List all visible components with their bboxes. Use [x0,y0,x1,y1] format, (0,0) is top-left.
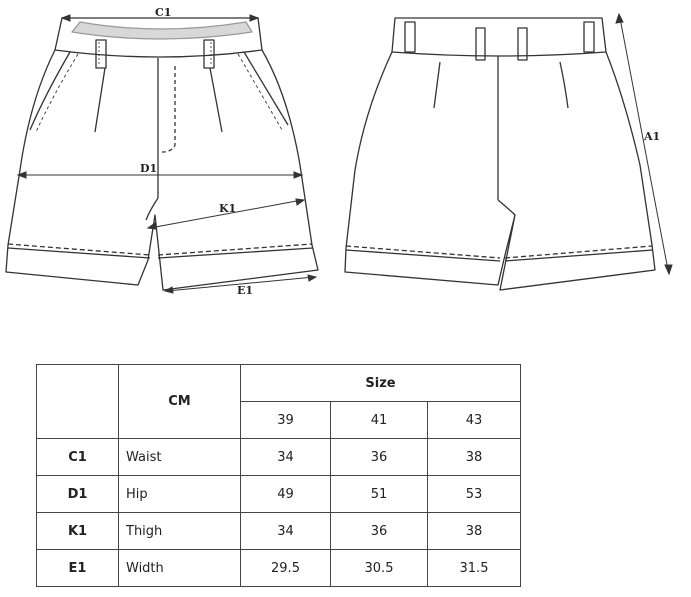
corner-cell [36,364,119,439]
label-e1: E1 [237,284,253,297]
measure-c1 [60,14,260,22]
row-code: D1 [36,475,119,513]
row-value: 34 [240,512,331,550]
unit-header: CM [118,364,241,439]
row-value: 34 [240,438,331,476]
row-name: Waist [118,438,241,476]
row-value: 31.5 [427,549,521,587]
row-name: Thigh [118,512,241,550]
row-name: Hip [118,475,241,513]
size-col-header: 39 [240,401,331,439]
size-header: Size [240,364,521,402]
measure-k1 [146,198,306,230]
table-row: K1 Thigh 34 36 38 [36,512,521,550]
shorts-diagram: C1 D1 K1 E1 A1 [5,6,673,297]
label-d1: D1 [140,162,157,175]
row-value: 29.5 [240,549,331,587]
size-chart-table: CM Size 39 41 43 C1 Waist 34 36 38 D1 Hi… [36,364,521,587]
back-view [344,17,656,291]
table-row: C1 Waist 34 36 38 [36,438,521,476]
row-name: Width [118,549,241,587]
row-value: 36 [330,512,428,550]
table-row: E1 Width 29.5 30.5 31.5 [36,549,521,587]
row-code: K1 [36,512,119,550]
size-col-header: 43 [427,401,521,439]
row-value: 30.5 [330,549,428,587]
row-value: 49 [240,475,331,513]
measure-d1 [16,171,304,179]
row-value: 51 [330,475,428,513]
measure-a1 [615,12,673,276]
row-code: C1 [36,438,119,476]
label-k1: K1 [219,202,236,215]
size-col-header: 41 [330,401,428,439]
row-value: 53 [427,475,521,513]
label-a1: A1 [643,130,660,143]
table-row: D1 Hip 49 51 53 [36,475,521,513]
measure-e1 [163,274,318,294]
row-value: 38 [427,438,521,476]
row-code: E1 [36,549,119,587]
front-view [5,17,319,291]
row-value: 36 [330,438,428,476]
label-c1: C1 [155,6,171,19]
row-value: 38 [427,512,521,550]
